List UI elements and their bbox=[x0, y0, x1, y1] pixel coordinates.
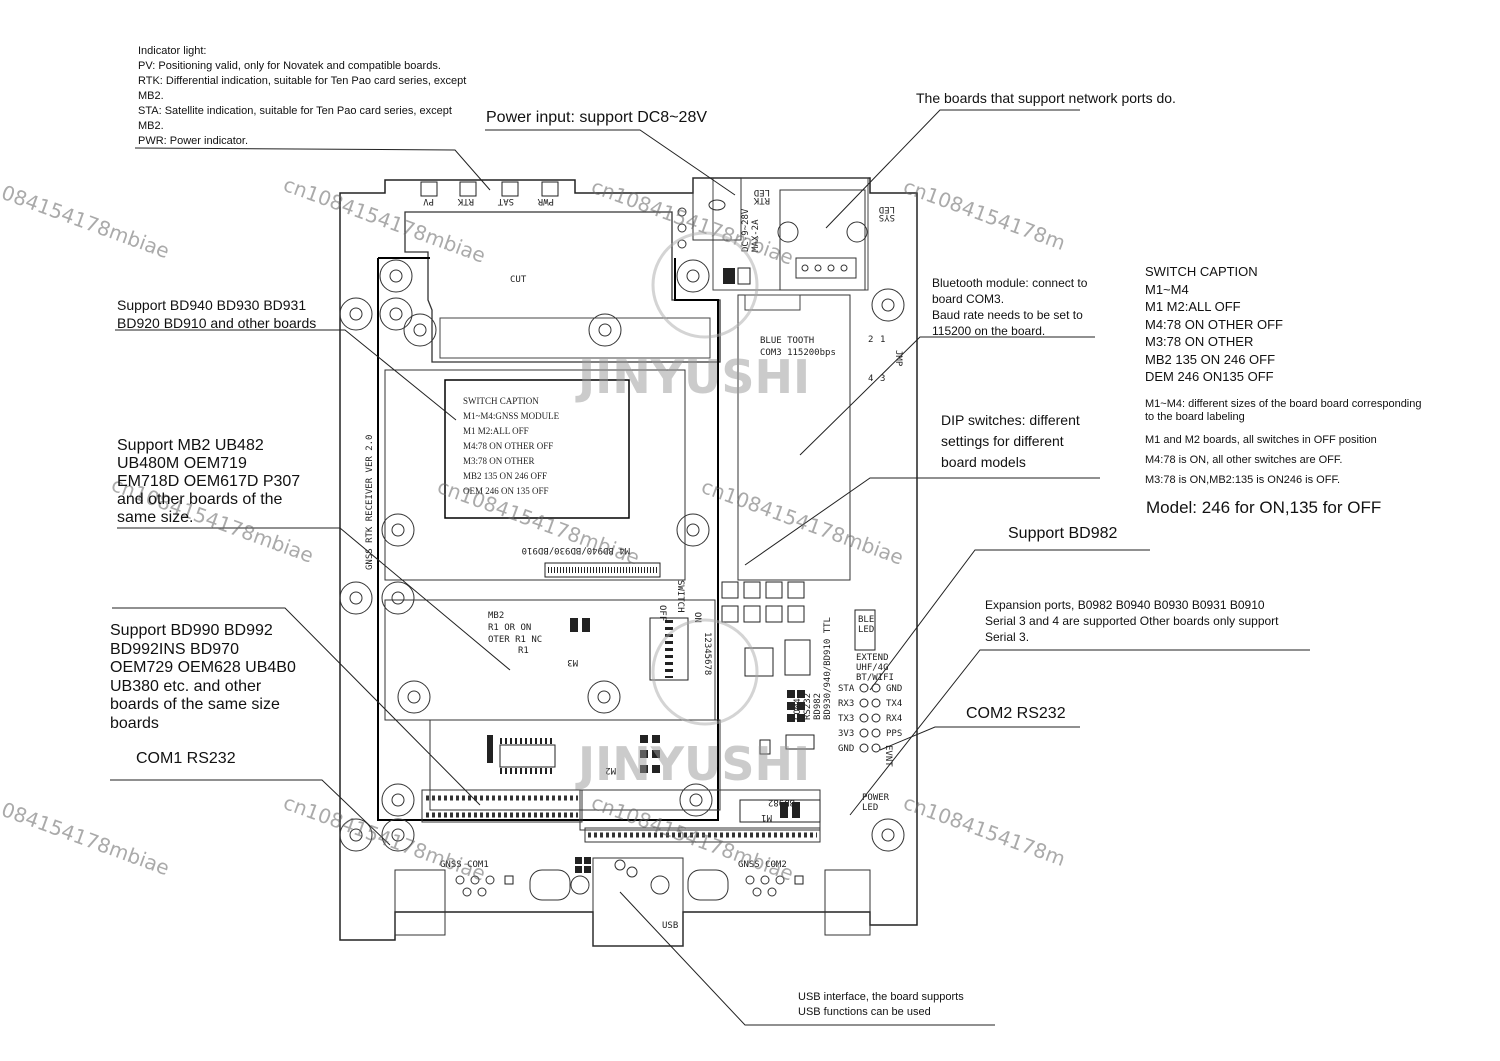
m2-label: M2 bbox=[605, 765, 616, 775]
watermark-code: cn1084154178mbiae bbox=[698, 474, 907, 569]
mb2-note: OTER R1 NC bbox=[488, 635, 542, 645]
power-input-callout: Power input: support DC8~28V bbox=[486, 109, 708, 126]
gnss-com2-label: GNSS COM2 bbox=[738, 860, 787, 870]
module-outline bbox=[377, 258, 719, 821]
rtk-led-label: RTK bbox=[753, 195, 770, 205]
bd982-label: BD982 bbox=[768, 797, 795, 807]
dip-callout: DIP switches: different settings for dif… bbox=[941, 412, 1080, 470]
extend-label: UHF/4G bbox=[856, 663, 889, 673]
extend-label: BT/WIFI bbox=[856, 673, 894, 683]
led-label-sat: SAT bbox=[497, 196, 514, 206]
ext-pin-label: RX4 bbox=[886, 714, 902, 724]
power-led-label: LED bbox=[862, 803, 878, 813]
ble-led-label: LED bbox=[858, 625, 874, 635]
com4-label: RS232 bbox=[803, 693, 813, 720]
usb-callout: USB interface, the board supports USB fu… bbox=[798, 991, 964, 1018]
watermark-code: cn1084154178m bbox=[900, 790, 1068, 871]
rtk-led-label: LED bbox=[754, 187, 770, 197]
watermark-code: cn1084154178mbiae bbox=[280, 790, 489, 885]
cut-region bbox=[404, 211, 721, 363]
switch-caption-box-line: SWITCH CAPTION bbox=[463, 396, 539, 406]
switch-caption-box-line: M3:78 ON OTHER bbox=[463, 456, 535, 466]
cut-label: CUT bbox=[510, 275, 527, 285]
ext-pin-label: RX3 bbox=[838, 699, 854, 709]
switch-caption-box-line: M1 M2:ALL OFF bbox=[463, 426, 529, 436]
power-rating-label: MAX-2A bbox=[751, 219, 761, 252]
sys-led-label: LED bbox=[879, 204, 895, 214]
com4-label: BD982 bbox=[813, 693, 823, 720]
watermark-code: 084154178mbiae bbox=[0, 797, 173, 880]
ext-pin-label: GND bbox=[838, 744, 854, 754]
bd990-callout: Support BD990 BD992 BD992INS BD970 OEM72… bbox=[110, 622, 296, 732]
switch-caption-list: SWITCH CAPTION M1~M4 M1 M2:ALL OFF M4:78… bbox=[1145, 264, 1283, 384]
led-label-pv: PV bbox=[423, 196, 434, 206]
gnss-com1-label: GNSS COM1 bbox=[440, 860, 489, 870]
led-label-rtk: RTK bbox=[457, 196, 474, 206]
jmp-pin-number: 2 bbox=[868, 335, 873, 345]
bluetooth-label: BLUE TOOTH bbox=[760, 336, 814, 346]
leader-lines bbox=[110, 109, 1310, 1026]
m1-label: M1 bbox=[761, 812, 772, 822]
switch-caption-box-line: M1~M4:GNSS MODULE bbox=[463, 411, 560, 421]
bd940-callout: Support BD940 BD930 BD931 BD920 BD910 an… bbox=[117, 297, 317, 331]
com1-callout: COM1 RS232 bbox=[136, 750, 236, 767]
switch-label: SWITCH bbox=[675, 580, 685, 613]
ble-led-label: BLE bbox=[858, 615, 874, 625]
switch-caption-box-line: M4:78 ON OTHER OFF bbox=[463, 441, 553, 451]
mb2-note: R1 OR ON bbox=[488, 623, 531, 633]
bluetooth-callout: Bluetooth module: connect to board COM3.… bbox=[932, 276, 1088, 338]
usb-label: USB bbox=[662, 921, 678, 931]
bluetooth-label: COM3 115200bps bbox=[760, 348, 836, 358]
ext-pin-label: 3V3 bbox=[838, 729, 854, 739]
switch-label: ON bbox=[692, 612, 702, 623]
switch-label: OFF bbox=[657, 605, 667, 621]
com2-callout: COM2 RS232 bbox=[966, 705, 1066, 722]
jmp-pin-number: 4 bbox=[868, 374, 873, 384]
switch-notes: M1~M4: different sizes of the board boar… bbox=[1145, 398, 1422, 486]
sys-led-label: SYS bbox=[879, 212, 895, 222]
jmp-pin-number: 1 bbox=[880, 335, 885, 345]
extend-label: EXTEND bbox=[856, 653, 889, 663]
ext-pin-label: TX3 bbox=[838, 714, 854, 724]
power-led-label: POWER bbox=[862, 793, 890, 803]
m4-label: M4 BD940/BD930/BD910 bbox=[522, 545, 630, 555]
com4-label: BD930/940/BD910 TTL bbox=[823, 617, 833, 720]
receiver-title: GNSS RTK RECEIVER VER 2.0 bbox=[365, 435, 375, 570]
switch-caption-box-line: OEM 246 ON 135 OFF bbox=[463, 486, 549, 496]
watermark-brand: JINYUSHI bbox=[575, 737, 810, 791]
board-outline bbox=[339, 177, 918, 947]
watermark-code: cn1084154178m bbox=[900, 174, 1068, 255]
com4-label: COM4 bbox=[793, 698, 803, 720]
led-label-pwr: PWR bbox=[537, 196, 554, 206]
m3-label: M3 bbox=[567, 657, 578, 667]
ext-pin-label: EVNT bbox=[883, 745, 893, 767]
mb2-note: MB2 bbox=[488, 611, 504, 621]
watermark: cn1084154178mbiae cn1084154178mbiae cn10… bbox=[0, 172, 1069, 885]
watermark-brand: JINYUSHI bbox=[575, 350, 810, 404]
power-rating-label: DC-9~28V bbox=[741, 208, 751, 252]
mb2-callout: Support MB2 UB482 UB480M OEM719 EM718D O… bbox=[117, 437, 301, 526]
network-callout: The boards that support network ports do… bbox=[916, 90, 1176, 106]
watermark-code: 084154178mbiae bbox=[0, 180, 173, 263]
switch-caption-box bbox=[444, 379, 630, 519]
expansion-callout: Expansion ports, B0982 B0940 B0930 B0931… bbox=[985, 598, 1279, 644]
ext-pin-label: TX4 bbox=[886, 699, 902, 709]
bd982-callout: Support BD982 bbox=[1008, 525, 1118, 542]
switch-label: 12345678 bbox=[702, 632, 712, 675]
ext-pin-label: STA bbox=[838, 684, 855, 694]
ext-pin-label: PPS bbox=[886, 729, 902, 739]
ext-pin-label: GND bbox=[886, 684, 902, 694]
model-note: Model: 246 for ON,135 for OFF bbox=[1146, 498, 1382, 517]
indicator-light-note: Indicator light: PV: Positioning valid, … bbox=[138, 45, 467, 147]
r1-label: R1 bbox=[518, 646, 529, 656]
jmp-pin-number: 3 bbox=[880, 374, 885, 384]
switch-caption-box-line: MB2 135 ON 246 OFF bbox=[463, 471, 547, 481]
